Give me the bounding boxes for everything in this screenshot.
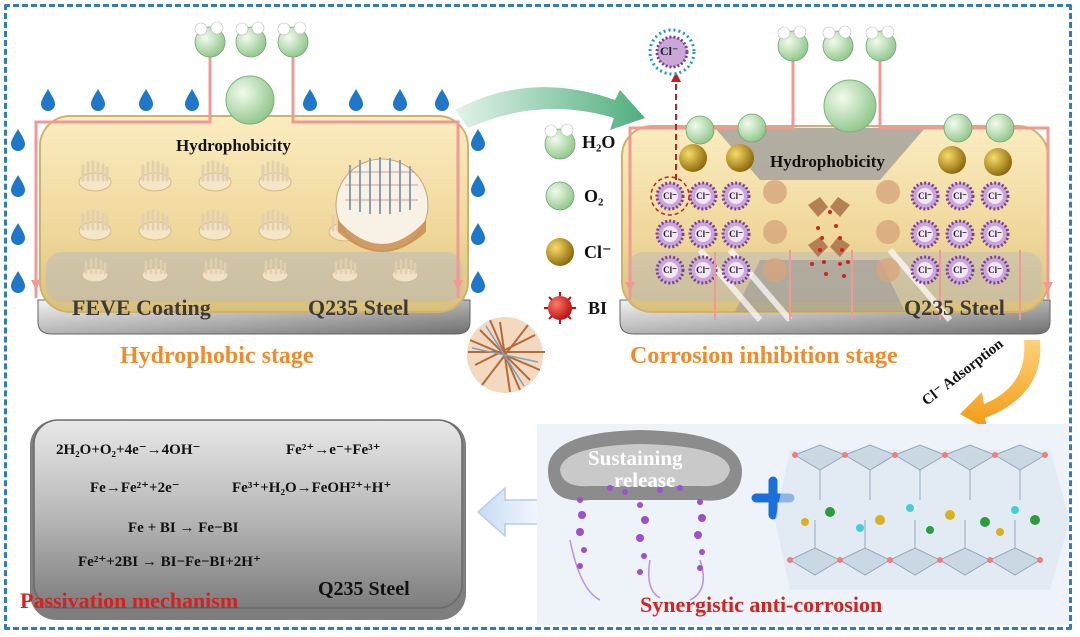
svg-text:Cl⁻: Cl⁻ — [988, 191, 1002, 201]
release-label: release — [614, 468, 676, 492]
inhibitor-release-dots — [810, 210, 850, 278]
q235-steel-label-bottom: Q235 Steel — [318, 578, 410, 600]
equation-fe3-hydrolysis: Fe³⁺+H₂O→FeOH²⁺+H⁺ — [232, 480, 392, 496]
svg-text:Cl⁻: Cl⁻ — [729, 229, 743, 239]
legend-h2o-icon — [544, 123, 576, 160]
svg-text:Cl⁻: Cl⁻ — [988, 229, 1002, 239]
svg-text:Cl⁻: Cl⁻ — [729, 265, 743, 275]
svg-text:Cl⁻: Cl⁻ — [663, 265, 677, 275]
svg-text:Cl⁻: Cl⁻ — [953, 229, 967, 239]
adsorption-arrow — [960, 340, 1041, 430]
q235-steel-label-right: Q235 Steel — [904, 295, 1005, 320]
water-path-right — [291, 34, 460, 298]
legend-o2-label: O₂ — [584, 186, 604, 206]
synergy-panel — [537, 424, 1070, 625]
feve-coating-label: FEVE Coating — [72, 295, 211, 320]
steel-block — [33, 419, 463, 609]
svg-text:Cl⁻: Cl⁻ — [988, 265, 1002, 275]
legend-bi-icon — [544, 292, 576, 324]
water-path-left — [34, 34, 212, 298]
q235-steel-label-left: Q235 Steel — [308, 295, 409, 320]
molecular-cluster-icon — [467, 317, 545, 393]
corrosion-stage-panel: Cl⁻Cl⁻Cl⁻ Cl⁻Cl⁻Cl⁻ Cl⁻Cl⁻Cl⁻ Cl⁻Cl⁻Cl⁻ … — [619, 25, 1053, 335]
svg-text:Cl⁻: Cl⁻ — [696, 265, 710, 275]
chloride-ion — [679, 144, 707, 172]
legend-cl-icon — [546, 238, 574, 266]
svg-text:Cl⁻: Cl⁻ — [696, 191, 710, 201]
svg-text:Cl⁻: Cl⁻ — [918, 229, 932, 239]
released-chloride-label: Cl⁻ — [660, 44, 679, 58]
stage-transition-arrow — [455, 87, 645, 130]
svg-text:Cl⁻: Cl⁻ — [953, 191, 967, 201]
svg-text:Cl⁻: Cl⁻ — [953, 265, 967, 275]
legend-icons — [544, 123, 576, 324]
released-chloride-icon — [648, 28, 696, 76]
svg-text:Cl⁻: Cl⁻ — [663, 191, 677, 201]
legend-h2o-label: H₂O — [582, 132, 616, 152]
passivation-mechanism-title: Passivation mechanism — [20, 588, 239, 613]
release-dots — [576, 485, 706, 575]
sustaining-label: Sustaining — [588, 446, 683, 470]
passivation-panel — [30, 419, 466, 620]
dashed-border — [4, 4, 1072, 630]
svg-text:Cl⁻: Cl⁻ — [918, 191, 932, 201]
h2o-molecule — [194, 21, 226, 58]
equation-bi-fe-bi: Fe²⁺+2BI → BI−Fe−BI+2H⁺ — [78, 554, 261, 570]
svg-text:Cl⁻: Cl⁻ — [729, 191, 743, 201]
hydrophobic-molecule-icon — [335, 157, 429, 252]
equation-fe-oxidation: Fe→Fe²⁺+2e⁻ — [90, 480, 180, 496]
synergistic-anti-corrosion-title: Synergistic anti-corrosion — [640, 592, 883, 617]
hydrophobic-droplet — [225, 75, 275, 125]
equation-fe-bi: Fe + BI → Fe−BI — [128, 520, 239, 536]
legend-cl-label: Cl⁻ — [584, 242, 612, 262]
corrosion-inhibition-stage-title: Corrosion inhibition stage — [630, 343, 898, 369]
svg-text:Cl⁻: Cl⁻ — [663, 229, 677, 239]
equation-oxygen-reduction: 2H₂O+O₂+4e⁻→4OH⁻ — [56, 442, 201, 458]
hydrophobic-stage-title: Hydrophobic stage — [120, 343, 314, 369]
svg-text:Cl⁻: Cl⁻ — [918, 265, 932, 275]
mechanism-arrow — [476, 486, 541, 538]
porous-carrier — [763, 180, 900, 282]
hydrophobicity-label-right: Hydrophobicity — [770, 152, 885, 171]
hydrophobic-stage-panel — [11, 21, 485, 335]
layered-crystal-structure — [775, 444, 1070, 590]
legend-bi-label: BI — [588, 298, 608, 318]
legend-o2-icon — [545, 181, 575, 211]
svg-text:Cl⁻: Cl⁻ — [696, 229, 710, 239]
equation-fe2-oxidation: Fe²⁺→e⁻+Fe³⁺ — [286, 442, 381, 458]
hydrophobicity-label: Hydrophobicity — [176, 136, 291, 155]
